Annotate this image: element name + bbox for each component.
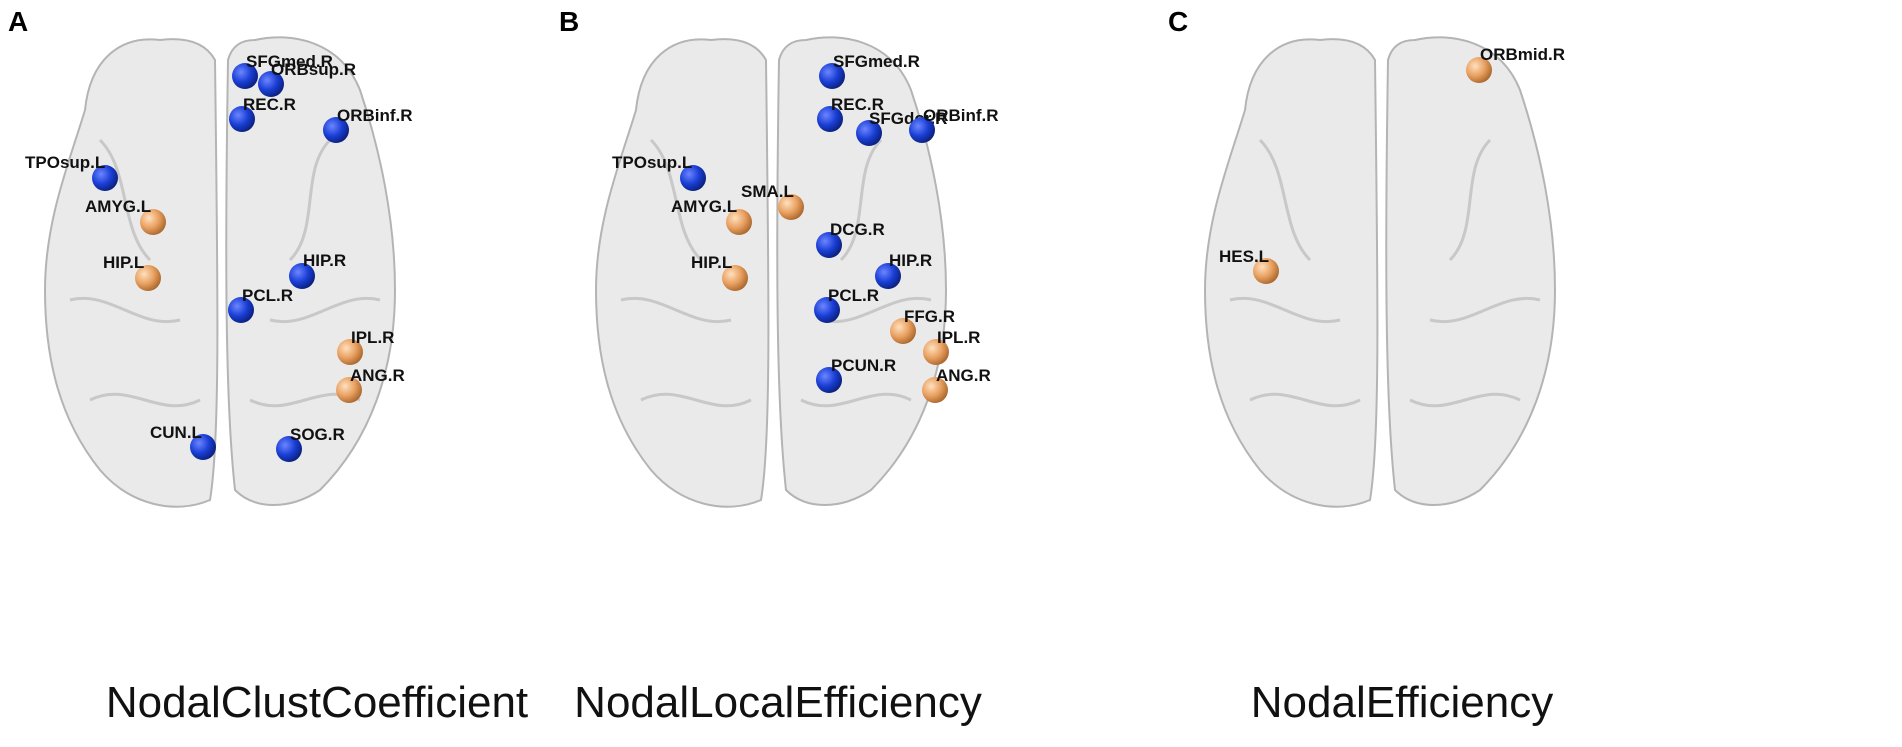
left-hemisphere	[1203, 38, 1379, 508]
node-label: DCG.R	[830, 220, 885, 239]
node-label: IPL.R	[351, 328, 394, 347]
panel-caption: NodalLocalEfficiency	[574, 678, 982, 727]
node-label: SFGmed.R	[246, 52, 333, 71]
brain-node[interactable]: ORBinf.R	[909, 106, 999, 143]
brain-node[interactable]: ORBinf.R	[323, 106, 413, 143]
brain-node[interactable]: PCUN.R	[816, 356, 896, 393]
brain-node[interactable]: AMYG.L	[671, 197, 752, 235]
brain-node[interactable]: DCG.R	[816, 220, 885, 258]
brain-node[interactable]: AMYG.L	[85, 197, 166, 235]
brain-node[interactable]: REC.R	[817, 95, 884, 132]
brain-node[interactable]: SMA.L	[741, 182, 804, 220]
node-label: PCL.R	[242, 286, 293, 305]
node-label: ORBmid.R	[1480, 45, 1565, 64]
node-label: HIP.R	[303, 251, 346, 270]
brain-node[interactable]: FFG.R	[890, 307, 955, 344]
node-label: TPOsup.L	[612, 153, 692, 172]
brain-node[interactable]: PCL.R	[228, 286, 293, 323]
node-label: ORBinf.R	[923, 106, 999, 125]
node-label: HIP.L	[691, 253, 732, 272]
brain-node[interactable]: IPL.R	[923, 328, 980, 365]
panel-c: C ORBmid.R HES.L NodalEfficiency	[1160, 0, 1794, 747]
panel-letter: A	[8, 6, 29, 37]
panel-caption: NodalEfficiency	[1250, 678, 1554, 727]
node-layer: ORBmid.R HES.L	[1219, 45, 1565, 284]
brain-node[interactable]: HIP.R	[875, 251, 932, 289]
node-label: AMYG.L	[671, 197, 737, 216]
panel-letter: B	[559, 6, 580, 37]
panel-b: B SFGmed.R REC.R SFGdor.R OR	[551, 0, 1185, 747]
brain-node[interactable]: TPOsup.L	[25, 153, 118, 191]
node-label: PCUN.R	[831, 356, 896, 375]
node-label: FFG.R	[904, 307, 955, 326]
brain-node[interactable]: PCL.R	[814, 286, 879, 323]
left-hemisphere	[43, 38, 219, 508]
node-label: REC.R	[243, 95, 296, 114]
node-label: PCL.R	[828, 286, 879, 305]
brain-node[interactable]: HIP.R	[289, 251, 346, 289]
node-label: SMA.L	[741, 182, 794, 201]
brain-node[interactable]: HIP.L	[103, 253, 161, 291]
node-label: ANG.R	[350, 366, 405, 385]
panel-letter: C	[1168, 6, 1189, 37]
brain-node[interactable]: TPOsup.L	[612, 153, 706, 191]
node-label: CUN.L	[150, 423, 202, 442]
brain-node[interactable]: ORBmid.R	[1466, 45, 1565, 83]
node-label: ANG.R	[936, 366, 991, 385]
brain-axial-view: SFGmed.R REC.R SFGdor.R ORBinf.R TPOsup.…	[594, 36, 999, 508]
node-label: ORBsup.R	[271, 60, 356, 79]
node-layer: SFGmed.R ORBsup.R REC.R ORBinf.R TPOsup.…	[25, 52, 413, 462]
node-label: HIP.R	[889, 251, 932, 270]
right-hemisphere	[1385, 36, 1557, 506]
node-layer: SFGmed.R REC.R SFGdor.R ORBinf.R TPOsup.…	[612, 52, 999, 403]
brain-node[interactable]: ORBsup.R	[258, 60, 356, 97]
node-label: SFGmed.R	[833, 52, 920, 71]
node-label: SOG.R	[290, 425, 345, 444]
brain-node[interactable]: ANG.R	[922, 366, 991, 403]
panel-a: A SFGmed.R ORBsup.R REC.R OR	[0, 0, 634, 747]
brain-node[interactable]: SOG.R	[276, 425, 345, 462]
node-label: AMYG.L	[85, 197, 151, 216]
brain-axial-view: SFGmed.R ORBsup.R REC.R ORBinf.R TPOsup.…	[25, 36, 413, 508]
brain-axial-view: ORBmid.R HES.L	[1203, 36, 1565, 508]
brain-node[interactable]: SFGmed.R	[232, 52, 333, 89]
brain-node[interactable]: HES.L	[1219, 247, 1279, 284]
brain-node[interactable]: IPL.R	[337, 328, 394, 365]
node-label: ORBinf.R	[337, 106, 413, 125]
node-label: HES.L	[1219, 247, 1269, 266]
brain-node[interactable]: ANG.R	[336, 366, 405, 403]
brain-node[interactable]: SFGmed.R	[819, 52, 920, 89]
left-hemisphere	[594, 38, 770, 508]
node-label: IPL.R	[937, 328, 980, 347]
brain-node[interactable]: HIP.L	[691, 253, 748, 291]
brain-node[interactable]: REC.R	[229, 95, 296, 132]
node-label: HIP.L	[103, 253, 144, 272]
node-label: TPOsup.L	[25, 153, 105, 172]
node-label: REC.R	[831, 95, 884, 114]
panel-caption: NodalClustCoefficient	[105, 678, 529, 727]
brain-node[interactable]: CUN.L	[150, 423, 216, 460]
